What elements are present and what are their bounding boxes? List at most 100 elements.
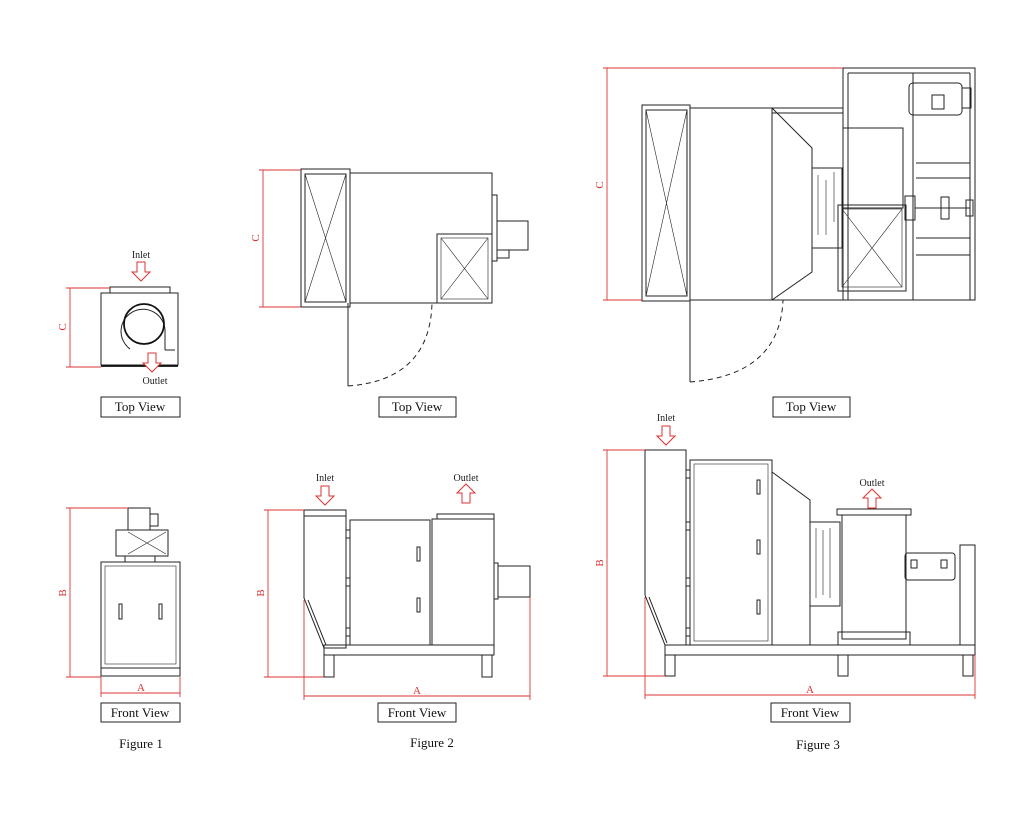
pulley [965, 199, 974, 217]
front-view-label: Front View [388, 705, 447, 720]
figure-3-front-view: Inlet Outlet [594, 413, 976, 723]
guard-frame [959, 544, 976, 646]
filter-section [641, 104, 691, 302]
motor-box [931, 94, 945, 110]
door-handle [416, 597, 421, 613]
inlet-arrow-icon [656, 425, 676, 446]
figure-1-caption: Figure 1 [119, 736, 163, 751]
main-body [689, 107, 773, 301]
frame-rails [916, 162, 970, 256]
figure-2-top-view: C Top View [250, 168, 529, 418]
hinge [345, 577, 351, 587]
base-leg [837, 654, 849, 677]
inlet-hopper [644, 449, 687, 646]
flange [493, 562, 499, 600]
fan-section [431, 518, 495, 646]
motor [497, 565, 531, 598]
view-label-box [770, 702, 851, 723]
inlet-flange [109, 286, 171, 294]
fan-inlet-lines [817, 172, 835, 235]
motor-bolt [940, 559, 948, 569]
outlet-arrow-icon [456, 483, 476, 504]
outlet-arrow-icon [862, 488, 882, 509]
dimension-b-label: B [255, 589, 267, 596]
fan-housing [100, 292, 179, 366]
door-handle [416, 546, 421, 562]
front-view-label: Front View [781, 705, 840, 720]
motor [496, 220, 529, 251]
dimension-a-label: A [806, 684, 814, 696]
figure-3-caption: Figure 3 [796, 737, 840, 752]
view-label-box [100, 702, 181, 723]
hinge [685, 469, 691, 479]
fan-base [124, 555, 156, 563]
inlet-arrow-icon [315, 485, 335, 506]
figure-1: Inlet Outlet C Top View [57, 250, 181, 751]
door-frame [693, 463, 769, 642]
outlet-label: Outlet [454, 473, 479, 484]
fan-scroll [120, 308, 175, 351]
hinge [685, 521, 691, 531]
outlet-label: Outlet [860, 478, 885, 489]
hinge [345, 529, 351, 539]
motor-end [149, 513, 159, 527]
fan-stack [841, 514, 907, 640]
fan-box-cross [127, 531, 167, 555]
view-label-box [100, 396, 181, 418]
outlet-box [837, 204, 907, 292]
dimension-b-label: B [57, 589, 69, 596]
door-handle [756, 539, 761, 555]
door-handle [756, 599, 761, 615]
fan-casing [842, 127, 904, 209]
cabinet-door [104, 565, 177, 665]
figure-2: C Top View Inlet Outlet [250, 168, 531, 750]
base-frame [100, 667, 181, 677]
dimension-c-label: C [594, 181, 606, 188]
door-handle [158, 603, 163, 620]
transition-duct [770, 107, 843, 301]
outlet-arrow-icon [142, 352, 162, 373]
view-label-box [377, 702, 457, 723]
motor-mount [496, 249, 510, 259]
figure-1-top-view: Inlet Outlet C Top View [57, 250, 181, 418]
inlet-flange [303, 509, 347, 517]
motor-bolt [910, 559, 918, 569]
outlet-frame [841, 208, 903, 288]
view-label-box [378, 396, 457, 418]
transition-duct [771, 471, 811, 646]
inlet-label: Inlet [316, 473, 335, 484]
inlet-label: Inlet [657, 413, 676, 424]
fan-inlet [809, 521, 841, 607]
hopper-edge [307, 599, 327, 646]
outlet-cross [841, 208, 903, 288]
outlet-label: Outlet [143, 376, 168, 387]
outlet-flange [436, 513, 495, 520]
hopper-edge [648, 596, 668, 644]
inlet-arrow-icon [131, 261, 151, 282]
base-leg [962, 654, 974, 677]
base-frame [323, 644, 495, 656]
figure-3: C Top View Inlet Outlet [594, 67, 976, 752]
fan-impeller [123, 303, 165, 345]
inlet-label: Inlet [132, 250, 151, 261]
bearing [940, 196, 950, 220]
base-leg [323, 654, 335, 678]
motor [904, 552, 956, 581]
fan-box [436, 233, 493, 304]
filter-frame [304, 173, 347, 303]
top-view-label: Top View [392, 399, 443, 414]
view-label-box [772, 396, 851, 418]
front-view-label: Front View [111, 705, 170, 720]
fan-inlet [811, 167, 843, 249]
figure-2-front-view: Inlet Outlet B [255, 473, 531, 723]
pulley [961, 87, 972, 109]
motor [127, 507, 151, 531]
figure-1-front-view: B A Front View [57, 507, 181, 723]
dimension-c-label: C [57, 323, 69, 330]
door-swing-arc [689, 299, 784, 383]
filter-cross [645, 109, 688, 297]
top-view-label: Top View [786, 399, 837, 414]
base-frame [664, 644, 976, 656]
base-leg [481, 654, 493, 678]
